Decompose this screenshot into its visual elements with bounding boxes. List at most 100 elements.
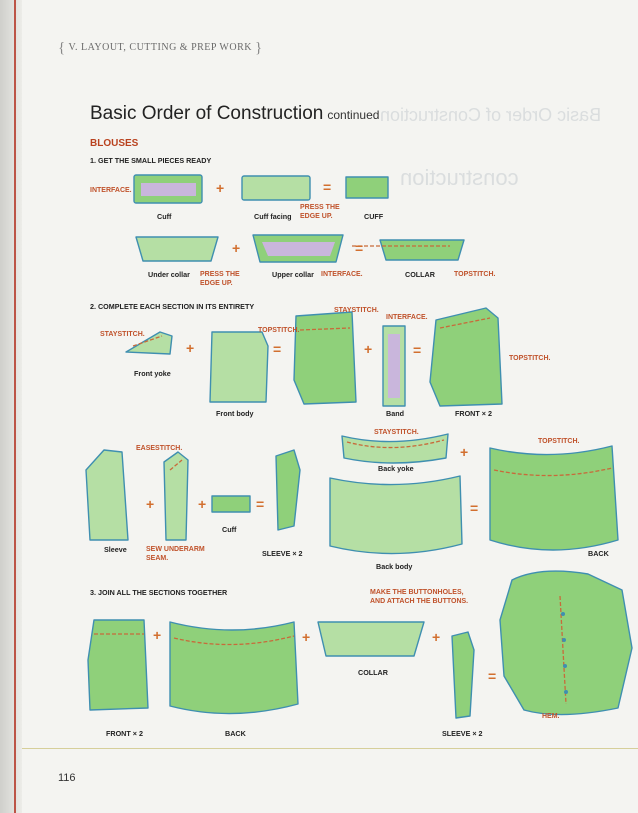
equals-sign: = [273, 341, 282, 357]
label-band: Band [386, 409, 404, 418]
plus-sign: + [364, 341, 373, 357]
sleeve-join-piece [451, 631, 475, 719]
label-collar-result: COLLAR [405, 270, 435, 279]
under-collar-piece [135, 236, 219, 262]
label-front-yoke: Front yoke [134, 369, 171, 378]
label-front-body: Front body [216, 409, 254, 418]
collar-result [379, 239, 465, 261]
plus-sign: + [232, 240, 241, 256]
cuff-facing-piece [241, 175, 311, 201]
back-result [489, 445, 619, 551]
label-collar: COLLAR [358, 668, 388, 677]
plus-sign: + [186, 340, 195, 356]
back-body-piece [329, 475, 463, 555]
front-yoke-piece [125, 331, 173, 355]
note-topstitch: TOPSTITCH. [258, 327, 300, 334]
title-suffix: continued [327, 108, 380, 122]
sleeve-piece [85, 449, 129, 541]
note-staystitch: STAYSTITCH. [100, 331, 145, 338]
cuff-result [345, 176, 389, 199]
note-buttons-line-2: AND ATTACH THE BUTTONS. [370, 598, 469, 605]
note-staystitch: STAYSTITCH. [374, 429, 419, 436]
label-back-body: Back body [376, 562, 413, 571]
label-back-yoke: Back yoke [378, 464, 414, 473]
front-yoke-staystitch [132, 335, 163, 347]
plus-sign: + [153, 627, 162, 643]
label-front-join: FRONT × 2 [106, 729, 143, 738]
collar-interfacing [262, 242, 335, 256]
back-join-stitch [173, 635, 295, 646]
front-body-piece [209, 331, 269, 403]
back-topstitch [493, 467, 613, 477]
note-sew-line-1: SEW UNDERARM [146, 546, 205, 553]
front-join-piece [87, 619, 149, 711]
back-yoke-staystitch [346, 439, 445, 449]
front-result [429, 307, 503, 407]
plus-sign: + [302, 629, 311, 645]
label-back-join: BACK [225, 729, 246, 738]
section-heading: BLOUSES [90, 138, 139, 149]
front-assembled [293, 311, 357, 405]
plus-sign: + [432, 629, 441, 645]
label-sleeve: Sleeve [104, 545, 127, 554]
label-under-collar: Under collar [148, 270, 190, 279]
note-press-line-1: PRESS THE [300, 204, 340, 211]
button [562, 638, 566, 642]
label-sleeve-join: SLEEVE × 2 [442, 729, 483, 738]
finished-blouse [499, 570, 633, 716]
note-sew-line-2: SEAM. [146, 555, 169, 562]
label-cuff-result: CUFF [364, 212, 384, 221]
step-2-heading: 2. COMPLETE EACH SECTION IN ITS ENTIRETY [90, 302, 255, 311]
button [563, 664, 567, 668]
note-interface: INTERFACE. [386, 314, 428, 321]
footer-rule [22, 748, 638, 749]
sleeve-result [275, 449, 301, 531]
note-interface: INTERFACE. [321, 271, 363, 278]
back-yoke-piece [341, 433, 449, 464]
note-press-line-1: PRESS THE [200, 271, 240, 278]
equals-sign: = [323, 179, 332, 195]
note-staystitch: STAYSTITCH. [334, 307, 379, 314]
label-upper-collar: Upper collar [272, 270, 314, 279]
front-topstitch [299, 327, 351, 331]
sleeve-easestitch [169, 459, 183, 471]
note-hem: HEM. [542, 713, 560, 720]
plus-sign: + [198, 496, 207, 512]
plus-sign: + [216, 180, 225, 196]
step-1-heading: 1. GET THE SMALL PIECES READY [90, 156, 212, 165]
note-topstitch: TOPSTITCH. [538, 438, 580, 445]
plus-sign: + [146, 496, 155, 512]
equals-sign: = [488, 668, 497, 684]
note-topstitch: TOPSTITCH. [454, 271, 496, 278]
note-press-line-2: EDGE UP. [300, 213, 333, 220]
cuff-piece-2 [211, 495, 251, 513]
label-cuff: Cuff [222, 525, 237, 534]
buttons [561, 612, 568, 694]
front-result-topstitch [439, 317, 491, 329]
label-back-result: BACK [588, 549, 609, 558]
label-cuff: Cuff [157, 212, 172, 221]
running-header: { V. LAYOUT, CUTTING & PREP WORK } [58, 40, 263, 56]
note-press-line-2: EDGE UP. [200, 280, 233, 287]
note-interface: INTERFACE. [90, 187, 132, 194]
label-cuff-facing: Cuff facing [254, 212, 292, 221]
page-gutter [0, 0, 22, 813]
back-join-piece [169, 621, 299, 715]
plus-sign: + [460, 444, 469, 460]
collar-join-piece [317, 621, 425, 657]
note-topstitch: TOPSTITCH. [509, 355, 551, 362]
running-header-text: V. LAYOUT, CUTTING & PREP WORK [68, 42, 252, 53]
equals-sign: = [470, 500, 479, 516]
label-front-result: FRONT × 2 [455, 409, 492, 418]
button [564, 690, 568, 694]
label-sleeve-result: SLEEVE × 2 [262, 549, 303, 558]
margin-rule [14, 0, 16, 813]
button [561, 612, 565, 616]
equals-sign: = [413, 342, 422, 358]
cuff-interfacing [141, 183, 196, 196]
note-easestitch: EASESTITCH. [136, 445, 183, 452]
page-number: 116 [58, 772, 76, 784]
